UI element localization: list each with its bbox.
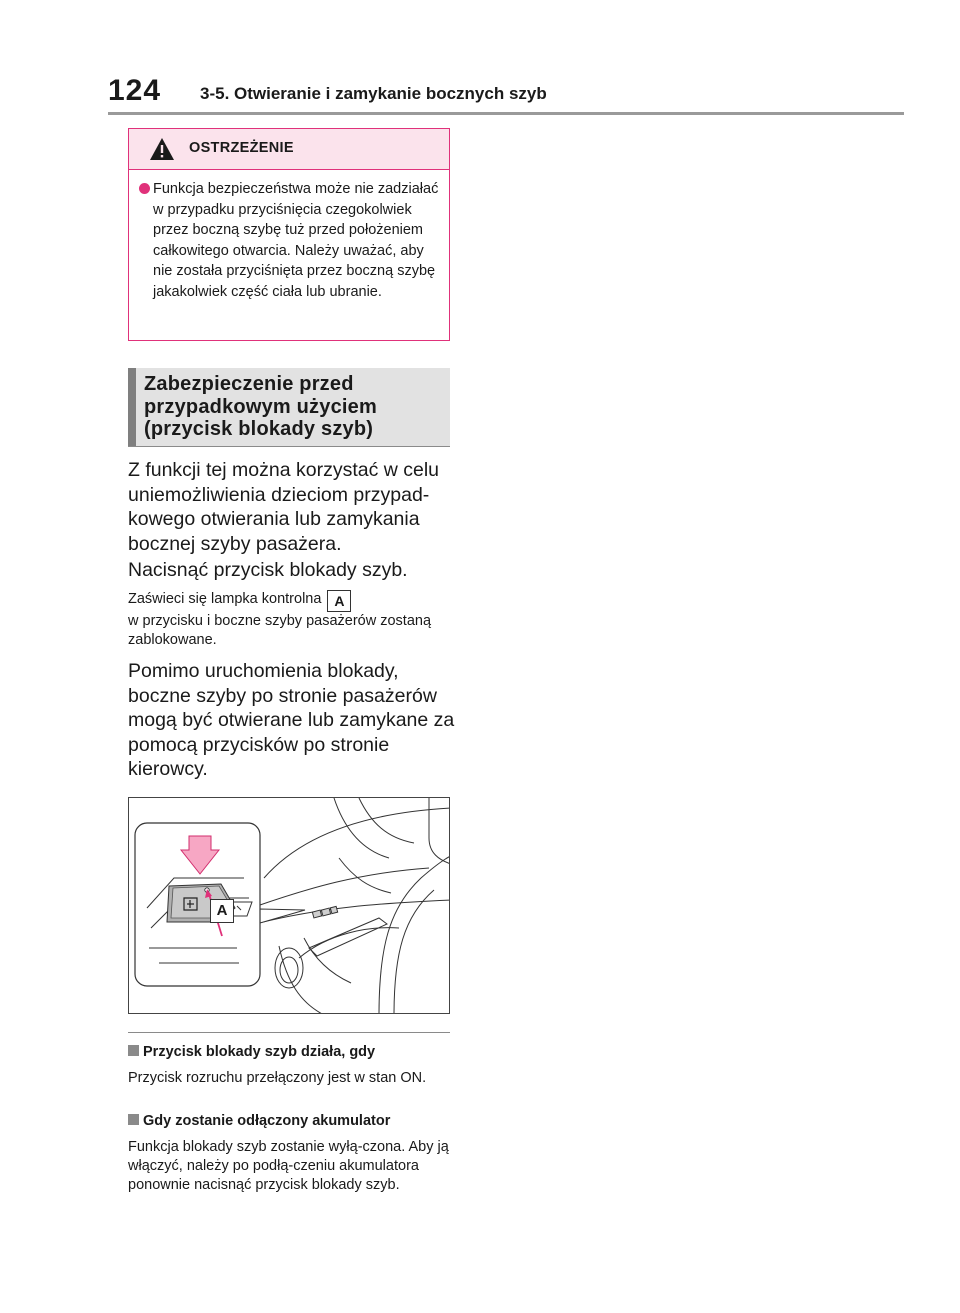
warning-triangle-icon bbox=[150, 138, 174, 160]
topic-heading: Zabezpieczenie przed przypadkowym użycie… bbox=[128, 368, 450, 447]
info-heading-operation: Przycisk blokady szyb działa, gdy bbox=[128, 1044, 375, 1060]
warning-title: OSTRZEŻENIE bbox=[189, 140, 294, 156]
info-text-operation: Przycisk rozruchu przełączony jest w sta… bbox=[128, 1070, 427, 1086]
warning-box: OSTRZEŻENIE Funkcja bezpieczeństwa może … bbox=[128, 128, 450, 341]
paragraph-intro: Z funkcji tej można korzystać w celu uni… bbox=[128, 459, 440, 555]
info-heading-battery: Gdy zostanie odłączony akumulator bbox=[128, 1113, 390, 1129]
indicator-note-text-2: w przycisku i boczne szyby pasażerów zos… bbox=[128, 613, 432, 648]
info-heading-battery-text: Gdy zostanie odłączony akumulator bbox=[143, 1113, 391, 1129]
section-divider bbox=[128, 1032, 450, 1033]
page-number: 124 bbox=[108, 74, 162, 107]
paragraph-driver-override: Pomimo uruchomienia blokady, boczne szyb… bbox=[128, 660, 455, 781]
square-bullet-icon bbox=[128, 1114, 139, 1125]
paragraph-instruction: Nacisnąć przycisk blokady szyb. bbox=[128, 559, 408, 581]
topic-bar bbox=[128, 368, 136, 446]
topic-title: Zabezpieczenie przed przypadkowym użycie… bbox=[144, 373, 377, 440]
warning-text: Funkcja bezpieczeństwa może nie zadziała… bbox=[153, 181, 439, 300]
bullet-icon bbox=[139, 183, 150, 194]
page-header: 124 3-5. Otwieranie i zamykanie bocznych… bbox=[108, 74, 904, 114]
info-text-battery: Funkcja blokady szyb zostanie wyłą-czona… bbox=[128, 1139, 449, 1193]
indicator-note: Zaświeci się lampka kontrolna A w przycis… bbox=[128, 590, 458, 650]
header-divider bbox=[108, 112, 904, 115]
indicator-note-text: Zaświeci się lampka kontrolna bbox=[128, 591, 322, 607]
dashboard-illustration bbox=[134, 798, 449, 1013]
figure-label-a: A bbox=[210, 899, 234, 923]
warning-body: Funkcja bezpieczeństwa może nie zadziała… bbox=[139, 179, 445, 303]
warning-header: OSTRZEŻENIE bbox=[129, 129, 449, 170]
section-title: 3-5. Otwieranie i zamykanie bocznych szy… bbox=[200, 84, 547, 103]
info-heading-operation-text: Przycisk blokady szyb działa, gdy bbox=[143, 1044, 376, 1060]
label-a-badge: A bbox=[327, 590, 352, 612]
figure-window-lock-switch: A bbox=[128, 797, 450, 1014]
square-bullet-icon bbox=[128, 1045, 139, 1056]
